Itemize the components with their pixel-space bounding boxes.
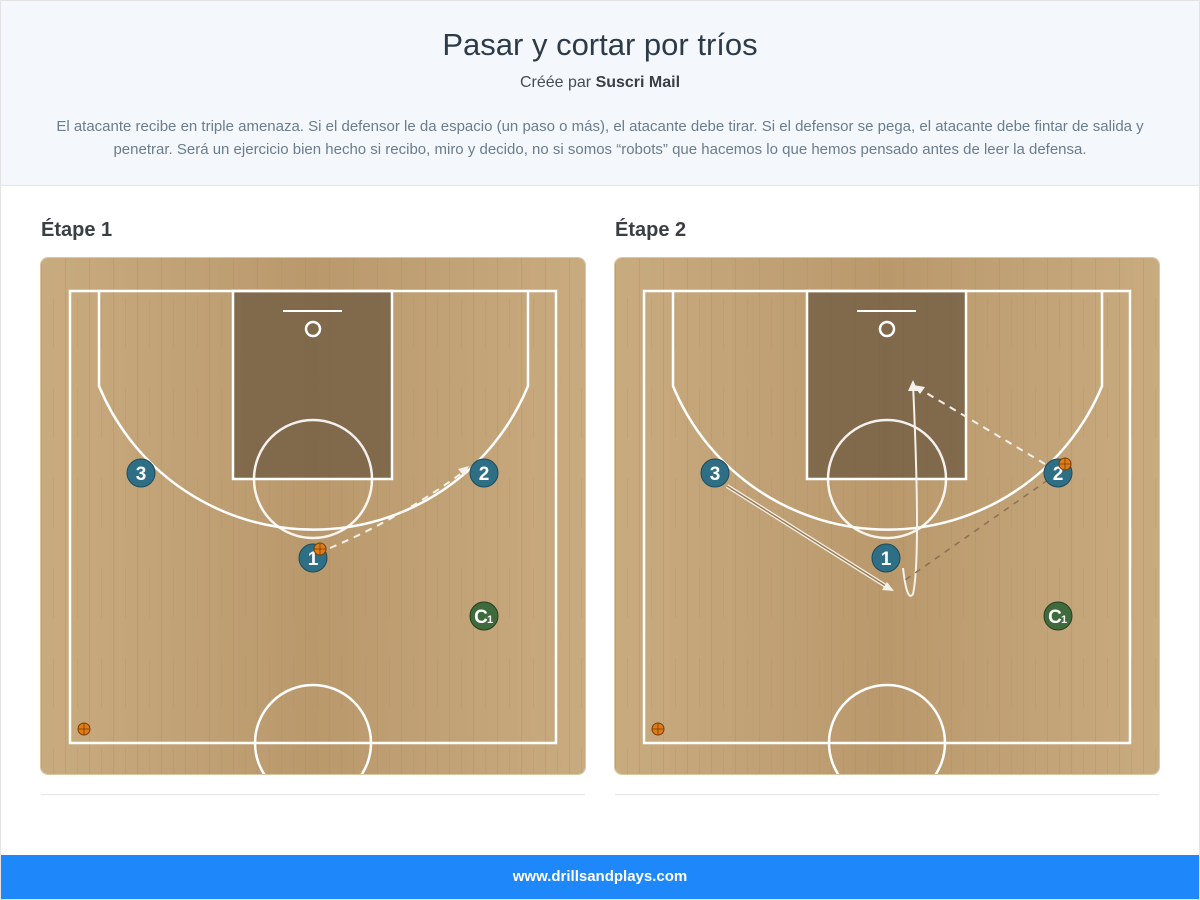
arrow-head — [882, 582, 894, 591]
site-link[interactable]: www.drillsandplays.com — [512, 868, 688, 885]
player-3[interactable]: 3 — [126, 458, 156, 488]
coach-label: C — [474, 607, 488, 628]
dribble-line — [904, 479, 1049, 581]
step-1-title: Étape 1 — [41, 219, 113, 241]
player-label: 1 — [881, 549, 892, 570]
arrow-head — [908, 380, 918, 391]
created-by-label: Créée par — [519, 74, 592, 91]
coach-sub-label: 1 — [487, 614, 493, 626]
header: Pasar y cortar por tríos Créée par Suscr… — [1, 1, 1199, 186]
cut-path-inner — [726, 485, 890, 589]
player-label: 2 — [1053, 464, 1064, 485]
cut-path-player-1 — [902, 383, 918, 597]
player-label: 1 — [308, 549, 319, 570]
footer: www.drillsandplays.com — [1, 855, 1199, 899]
player-label: 3 — [136, 464, 147, 485]
author-name[interactable]: Suscri Mail — [595, 74, 681, 91]
player-label: 2 — [479, 464, 490, 485]
player-3[interactable]: 3 — [700, 458, 730, 488]
coach-label: C — [1048, 607, 1062, 628]
player-label: 3 — [710, 464, 721, 485]
player-1[interactable]: 1 — [871, 543, 901, 573]
player-2[interactable]: 2 — [1043, 457, 1073, 488]
drill-description: El atacante recibe en triple amenaza. Si… — [56, 118, 1144, 158]
arrow-head — [913, 385, 925, 394]
player-2[interactable]: 2 — [469, 458, 499, 488]
player-1[interactable]: 1 — [298, 542, 328, 573]
pass-arrow — [329, 469, 467, 549]
pass-arrow — [917, 387, 1046, 465]
byline: Créée par Suscri Mail — [1, 74, 1199, 92]
divider — [615, 794, 1159, 795]
step-2-title: Étape 2 — [615, 219, 687, 241]
page-title: Pasar y cortar por tríos — [442, 27, 758, 62]
arrow-head — [458, 466, 469, 476]
coach-sub-label: 1 — [1061, 614, 1067, 626]
divider — [41, 794, 585, 795]
